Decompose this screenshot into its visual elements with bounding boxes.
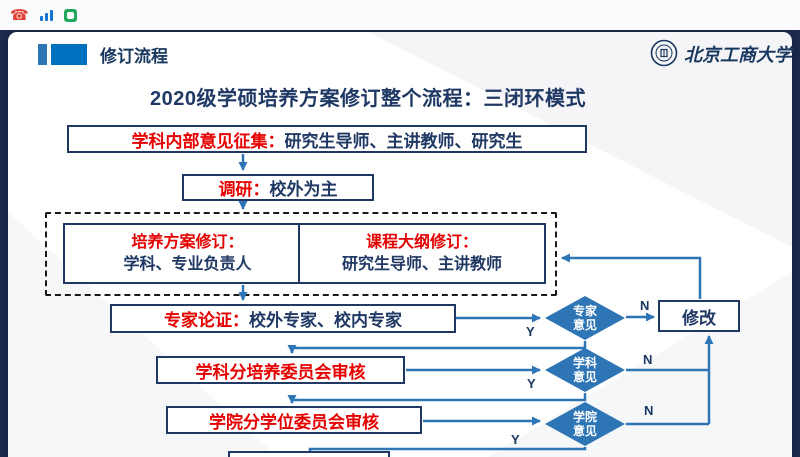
slide-title: 2020级学硕培养方案修订整个流程：三闭环模式: [150, 88, 586, 110]
box-label-red: 调研：: [218, 180, 270, 199]
box-label-red: 学科分培养委员会审核: [195, 362, 366, 382]
header-accent-bar-large: [51, 44, 87, 65]
meeting-topbar: ☎: [0, 0, 800, 30]
page-title: 修订流程: [100, 47, 168, 66]
flow-box-syllabus-revision: 课程大纲修订： 研究生导师、主讲教师: [298, 223, 546, 284]
box-label-blue: 研究生导师、主讲教师、研究生: [284, 131, 523, 151]
box-label-blue: 校外为主: [269, 180, 338, 199]
flow-box-college-committee: 学院分学位委员会审核: [166, 406, 422, 434]
label-y1: Y: [526, 324, 535, 339]
box-label-blue: 研究生导师、主讲教师: [341, 255, 502, 273]
box-label-red: 专家论证：: [164, 311, 249, 330]
header-accent-bar-small: [38, 44, 47, 65]
flow-box-partial-bottom: [228, 451, 390, 457]
label-n3: N: [644, 403, 654, 418]
label-n2: N: [643, 352, 653, 367]
share-icon[interactable]: [63, 8, 77, 22]
flow-box-discipline-committee: 学科分培养委员会审核: [156, 356, 405, 384]
box-label-red: 课程大纲修订：: [365, 233, 478, 251]
box-label-blue: 学科、专业负责人: [123, 255, 252, 273]
flow-box-modify: 修改: [658, 300, 740, 332]
label-n1: N: [640, 298, 650, 313]
revision-group-dashed-frame: [45, 212, 557, 296]
signal-icon: [39, 9, 53, 21]
flow-box-opinion-collection: 学科内部意见征集：研究生导师、主讲教师、研究生: [67, 125, 587, 153]
label-y3: Y: [511, 432, 520, 447]
university-logo-icon: [650, 39, 678, 67]
box-label-blue: 校外专家、校内专家: [249, 311, 402, 330]
box-label-red: 学科内部意见征集：: [131, 131, 285, 151]
flow-box-survey: 调研：校外为主: [182, 174, 374, 201]
box-label-red: 培养方案修订：: [131, 233, 244, 251]
box-label-modify: 修改: [682, 308, 716, 328]
box-label-red: 学院分学位委员会审核: [209, 412, 379, 432]
phone-icon[interactable]: ☎: [10, 6, 29, 24]
university-name: 北京工商大学: [684, 45, 792, 66]
label-y2: Y: [527, 376, 536, 391]
flow-box-expert-review: 专家论证：校外专家、校内专家: [110, 304, 456, 333]
flow-box-plan-revision: 培养方案修订： 学科、专业负责人: [63, 223, 312, 284]
